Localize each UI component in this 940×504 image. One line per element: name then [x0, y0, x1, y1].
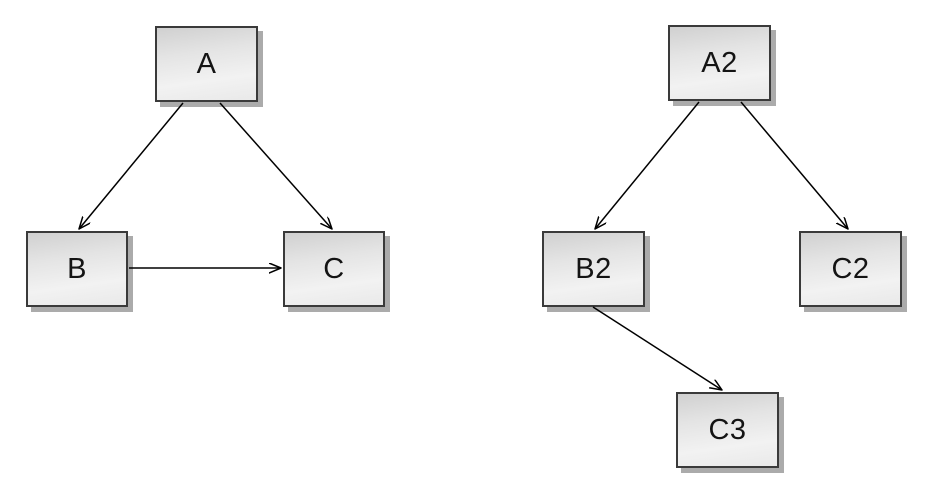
edge-A-C[interactable]: [219, 102, 332, 229]
node-C2[interactable]: C2: [799, 231, 902, 307]
edge-A2-B2[interactable]: [595, 101, 700, 229]
node-label: C2: [831, 252, 870, 285]
edge-A2-C2[interactable]: [740, 101, 848, 229]
edge-A-B[interactable]: [79, 102, 184, 229]
node-label: A2: [701, 46, 738, 79]
node-label: B2: [575, 252, 612, 285]
edge-B2-C3[interactable]: [592, 306, 722, 390]
node-label: C: [323, 252, 345, 285]
node-label: C3: [708, 413, 747, 446]
node-C[interactable]: C: [283, 231, 385, 307]
node-label: A: [196, 47, 217, 80]
node-B[interactable]: B: [26, 231, 128, 307]
node-B2[interactable]: B2: [542, 231, 645, 307]
node-C3[interactable]: C3: [676, 392, 779, 468]
node-A2[interactable]: A2: [668, 25, 771, 101]
node-label: B: [67, 252, 87, 285]
node-A[interactable]: A: [155, 26, 258, 102]
